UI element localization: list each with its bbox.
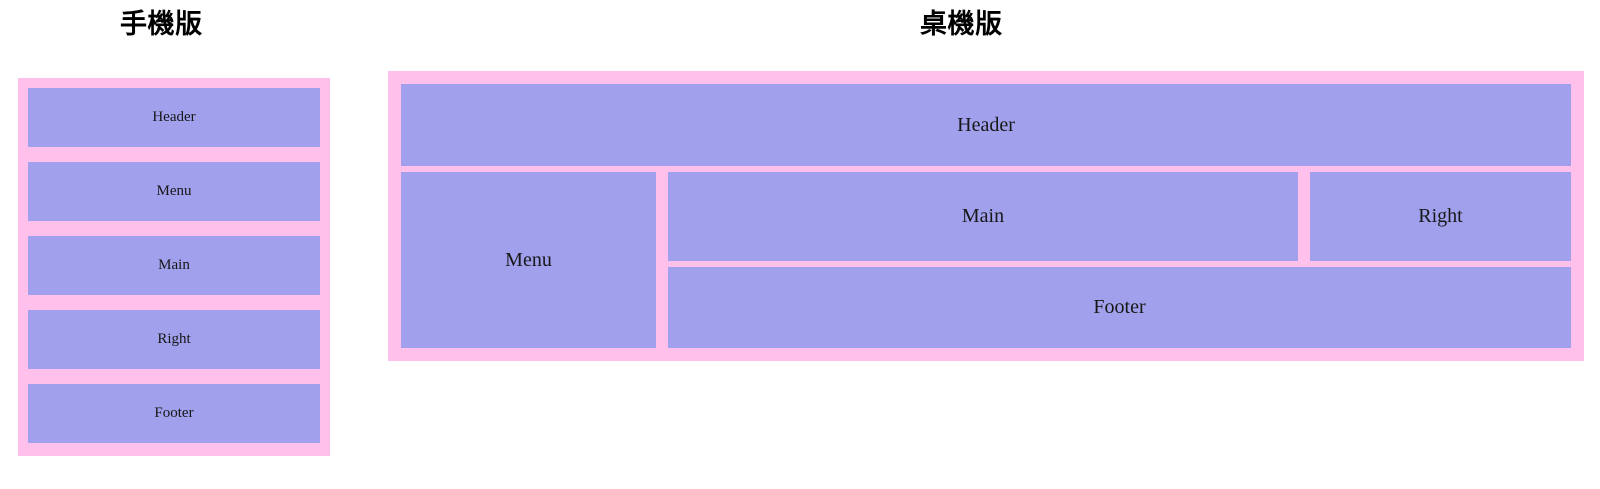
- mobile-region-menu: Menu: [28, 162, 320, 221]
- desktop-region-menu: Menu: [401, 172, 656, 348]
- mobile-region-right: Right: [28, 310, 320, 369]
- mobile-region-header: Header: [28, 88, 320, 147]
- desktop-region-main: Main: [668, 172, 1298, 261]
- mobile-layout-title: 手機版: [120, 9, 203, 40]
- mobile-layout-container: Header Menu Main Right Footer: [18, 78, 330, 456]
- desktop-region-right: Right: [1310, 172, 1571, 261]
- desktop-region-header: Header: [401, 84, 1571, 166]
- desktop-region-footer: Footer: [668, 267, 1571, 348]
- desktop-layout-title: 桌機版: [920, 9, 1003, 40]
- mobile-region-footer: Footer: [28, 384, 320, 443]
- desktop-layout-container: Header Menu Main Right Footer: [388, 71, 1584, 361]
- mobile-region-main: Main: [28, 236, 320, 295]
